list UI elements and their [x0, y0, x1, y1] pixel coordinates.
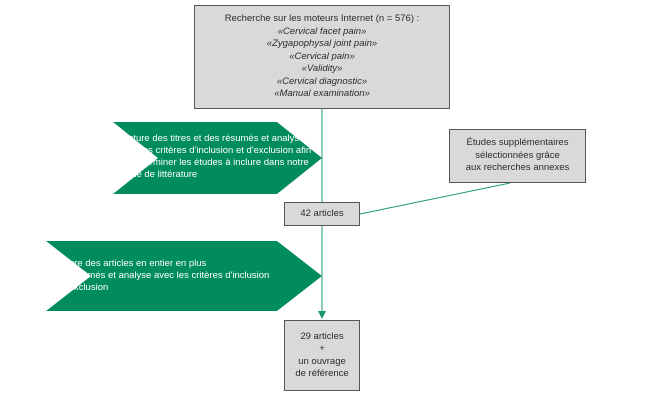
search-term: «Validity»	[301, 63, 343, 75]
box-text-line: sélectionnées grâce	[475, 149, 560, 161]
arrow-text-line: et d'exclusion	[51, 282, 109, 293]
arrow-text-line: Lecture des articles en entier en plus	[51, 258, 207, 269]
article-count-label: 42 articles	[300, 207, 344, 219]
arrow-text-line: des résumés et analyse avec les critères…	[51, 270, 270, 281]
full-text-review-step-text: Lecture des articles en entier en plus d…	[51, 258, 269, 294]
article-count-box: 42 articles	[284, 202, 360, 226]
green-arrow-shape-1	[113, 122, 322, 194]
additional-studies-box: Études supplémentaires sélectionnées grâ…	[449, 129, 586, 183]
search-heading: Recherche sur les moteurs Internet (n = …	[224, 13, 420, 25]
arrow-text-line: de déterminer les études à inclure dans …	[118, 157, 309, 168]
search-term: «Manual examination»	[274, 88, 370, 100]
search-term: «Cervical pain»	[289, 50, 355, 62]
final-selection-box: 29 articles + un ouvrage de référence	[284, 320, 360, 391]
box-text-line: un ouvrage	[298, 355, 346, 367]
search-term: «Cervical facet pain»	[277, 25, 367, 37]
search-term: «Zygapophysal joint pain»	[266, 38, 378, 50]
arrow-text-line: revue de littérature	[118, 169, 198, 180]
screening-step-text: Lecture des titres et des résumés et ana…	[118, 133, 311, 181]
arrow-text-line: avec les critères d'inclusion et d'exclu…	[118, 145, 312, 156]
box-text-line: +	[319, 343, 325, 354]
arrow-text-line: Lecture des titres et des résumés et ana…	[118, 133, 305, 144]
box-text-line: 29 articles	[300, 330, 344, 342]
search-term: «Cervical diagnostic»	[276, 75, 368, 87]
connector-extra-to-count	[359, 182, 511, 215]
box-text-line: aux recherches annexes	[465, 162, 570, 174]
search-engines-box: Recherche sur les moteurs Internet (n = …	[194, 5, 450, 109]
box-text-line: de référence	[295, 368, 349, 379]
green-arrow-shape-2	[46, 241, 322, 311]
box-text-line: Études supplémentaires	[466, 137, 569, 149]
